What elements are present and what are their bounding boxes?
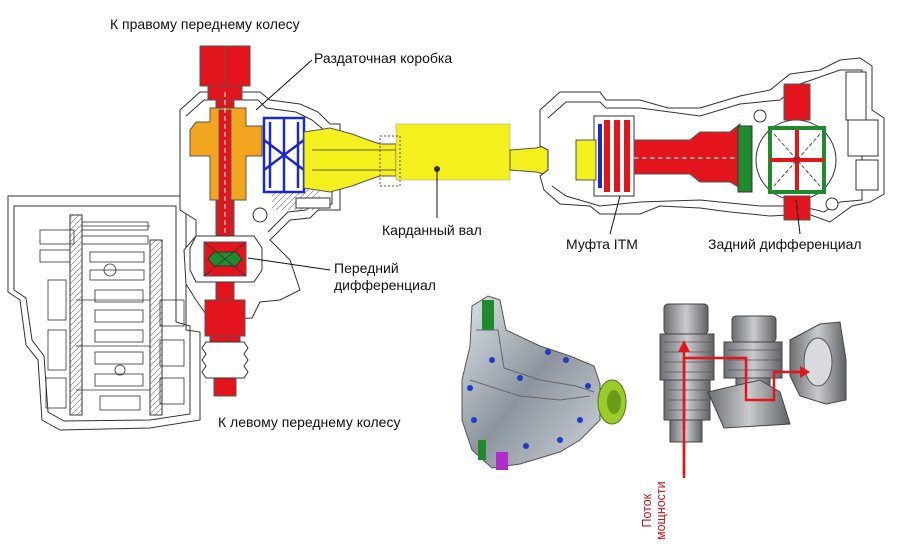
label-power-flow-line2: мощности — [654, 481, 668, 540]
itm-coupling — [575, 115, 635, 197]
power-flow-arrow-head-up — [678, 340, 690, 352]
power-flow-arrow — [682, 350, 800, 474]
label-power-flow-line1: Поток — [640, 493, 654, 528]
transfer-gear-blue — [262, 116, 306, 194]
label-power-flow: Поток мощности — [640, 481, 668, 540]
label-right-front-wheel: К правому переднему колесу — [110, 16, 300, 32]
rear-differential — [737, 83, 839, 221]
gear-set-render — [659, 303, 847, 443]
power-flow-arrow-head — [800, 366, 810, 378]
gearbox-drawing — [7, 195, 201, 431]
label-left-front-wheel: К левому переднему колесу — [218, 414, 401, 430]
label-front-differential-line1: Передний — [334, 260, 399, 276]
front-differential-drawing — [189, 235, 263, 283]
label-itm-coupling: Муфта ITM — [566, 236, 638, 252]
label-rear-differential: Задний дифференциал — [708, 236, 862, 252]
label-transfer-case: Раздаточная коробка — [314, 50, 453, 66]
cv-boot — [201, 341, 249, 379]
label-cardan-shaft: Карданный вал — [382, 222, 482, 238]
label-front-differential-line2: дифференциал — [334, 277, 436, 293]
cardan-shaft-yellow — [303, 123, 577, 193]
leader-lines — [247, 59, 801, 271]
transfer-case-render — [461, 295, 627, 470]
